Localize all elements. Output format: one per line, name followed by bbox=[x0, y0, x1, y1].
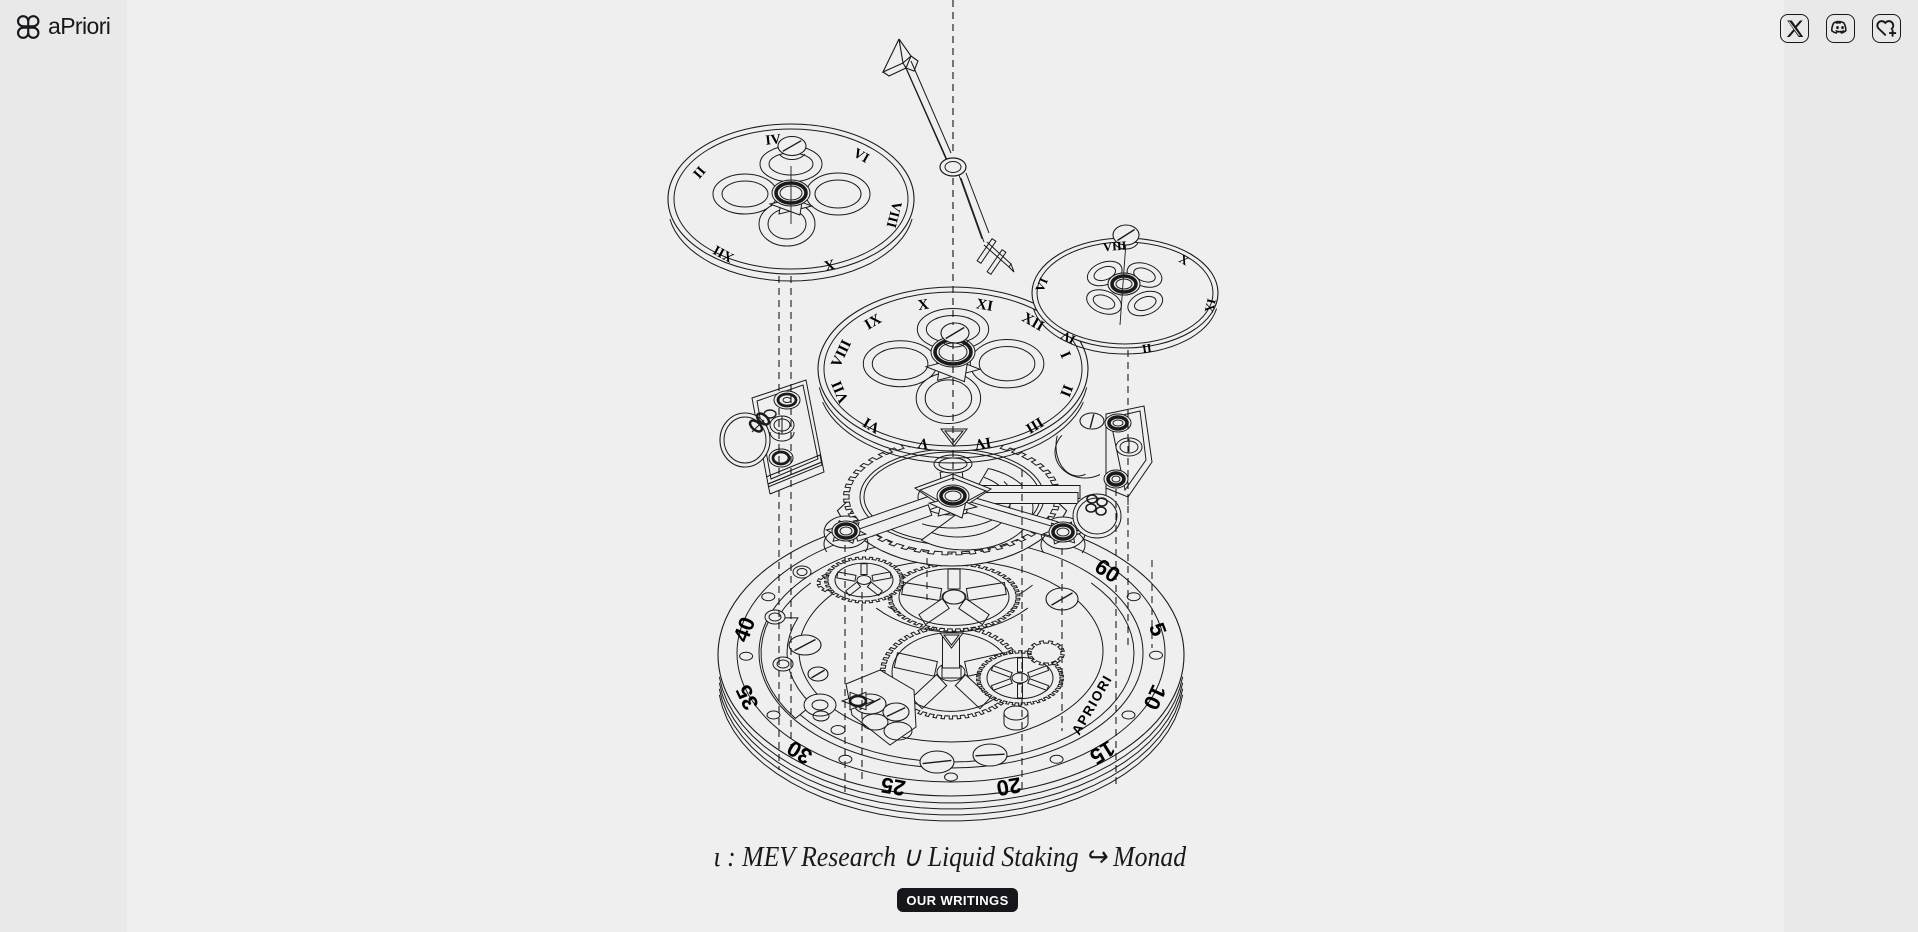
svg-text:V: V bbox=[917, 434, 930, 452]
svg-text:VIII: VIII bbox=[1102, 239, 1127, 255]
svg-text:VI: VI bbox=[850, 146, 871, 167]
svg-text:II: II bbox=[1056, 382, 1075, 399]
svg-text:II: II bbox=[1141, 341, 1153, 356]
svg-text:IV: IV bbox=[1059, 328, 1078, 347]
svg-text:VIII: VIII bbox=[883, 200, 904, 229]
svg-text:20: 20 bbox=[995, 772, 1023, 801]
svg-text:VI: VI bbox=[860, 414, 883, 436]
svg-text:III: III bbox=[1022, 413, 1045, 436]
svg-text:IX: IX bbox=[1202, 297, 1219, 314]
svg-text:IV: IV bbox=[765, 132, 782, 149]
svg-text:XI: XI bbox=[975, 296, 994, 315]
svg-text:IX: IX bbox=[862, 311, 885, 333]
svg-text:X: X bbox=[917, 297, 930, 315]
svg-text:IV: IV bbox=[973, 433, 992, 451]
svg-text:25: 25 bbox=[879, 772, 907, 801]
svg-text:X: X bbox=[823, 255, 836, 272]
svg-text:VI: VI bbox=[1033, 276, 1051, 294]
